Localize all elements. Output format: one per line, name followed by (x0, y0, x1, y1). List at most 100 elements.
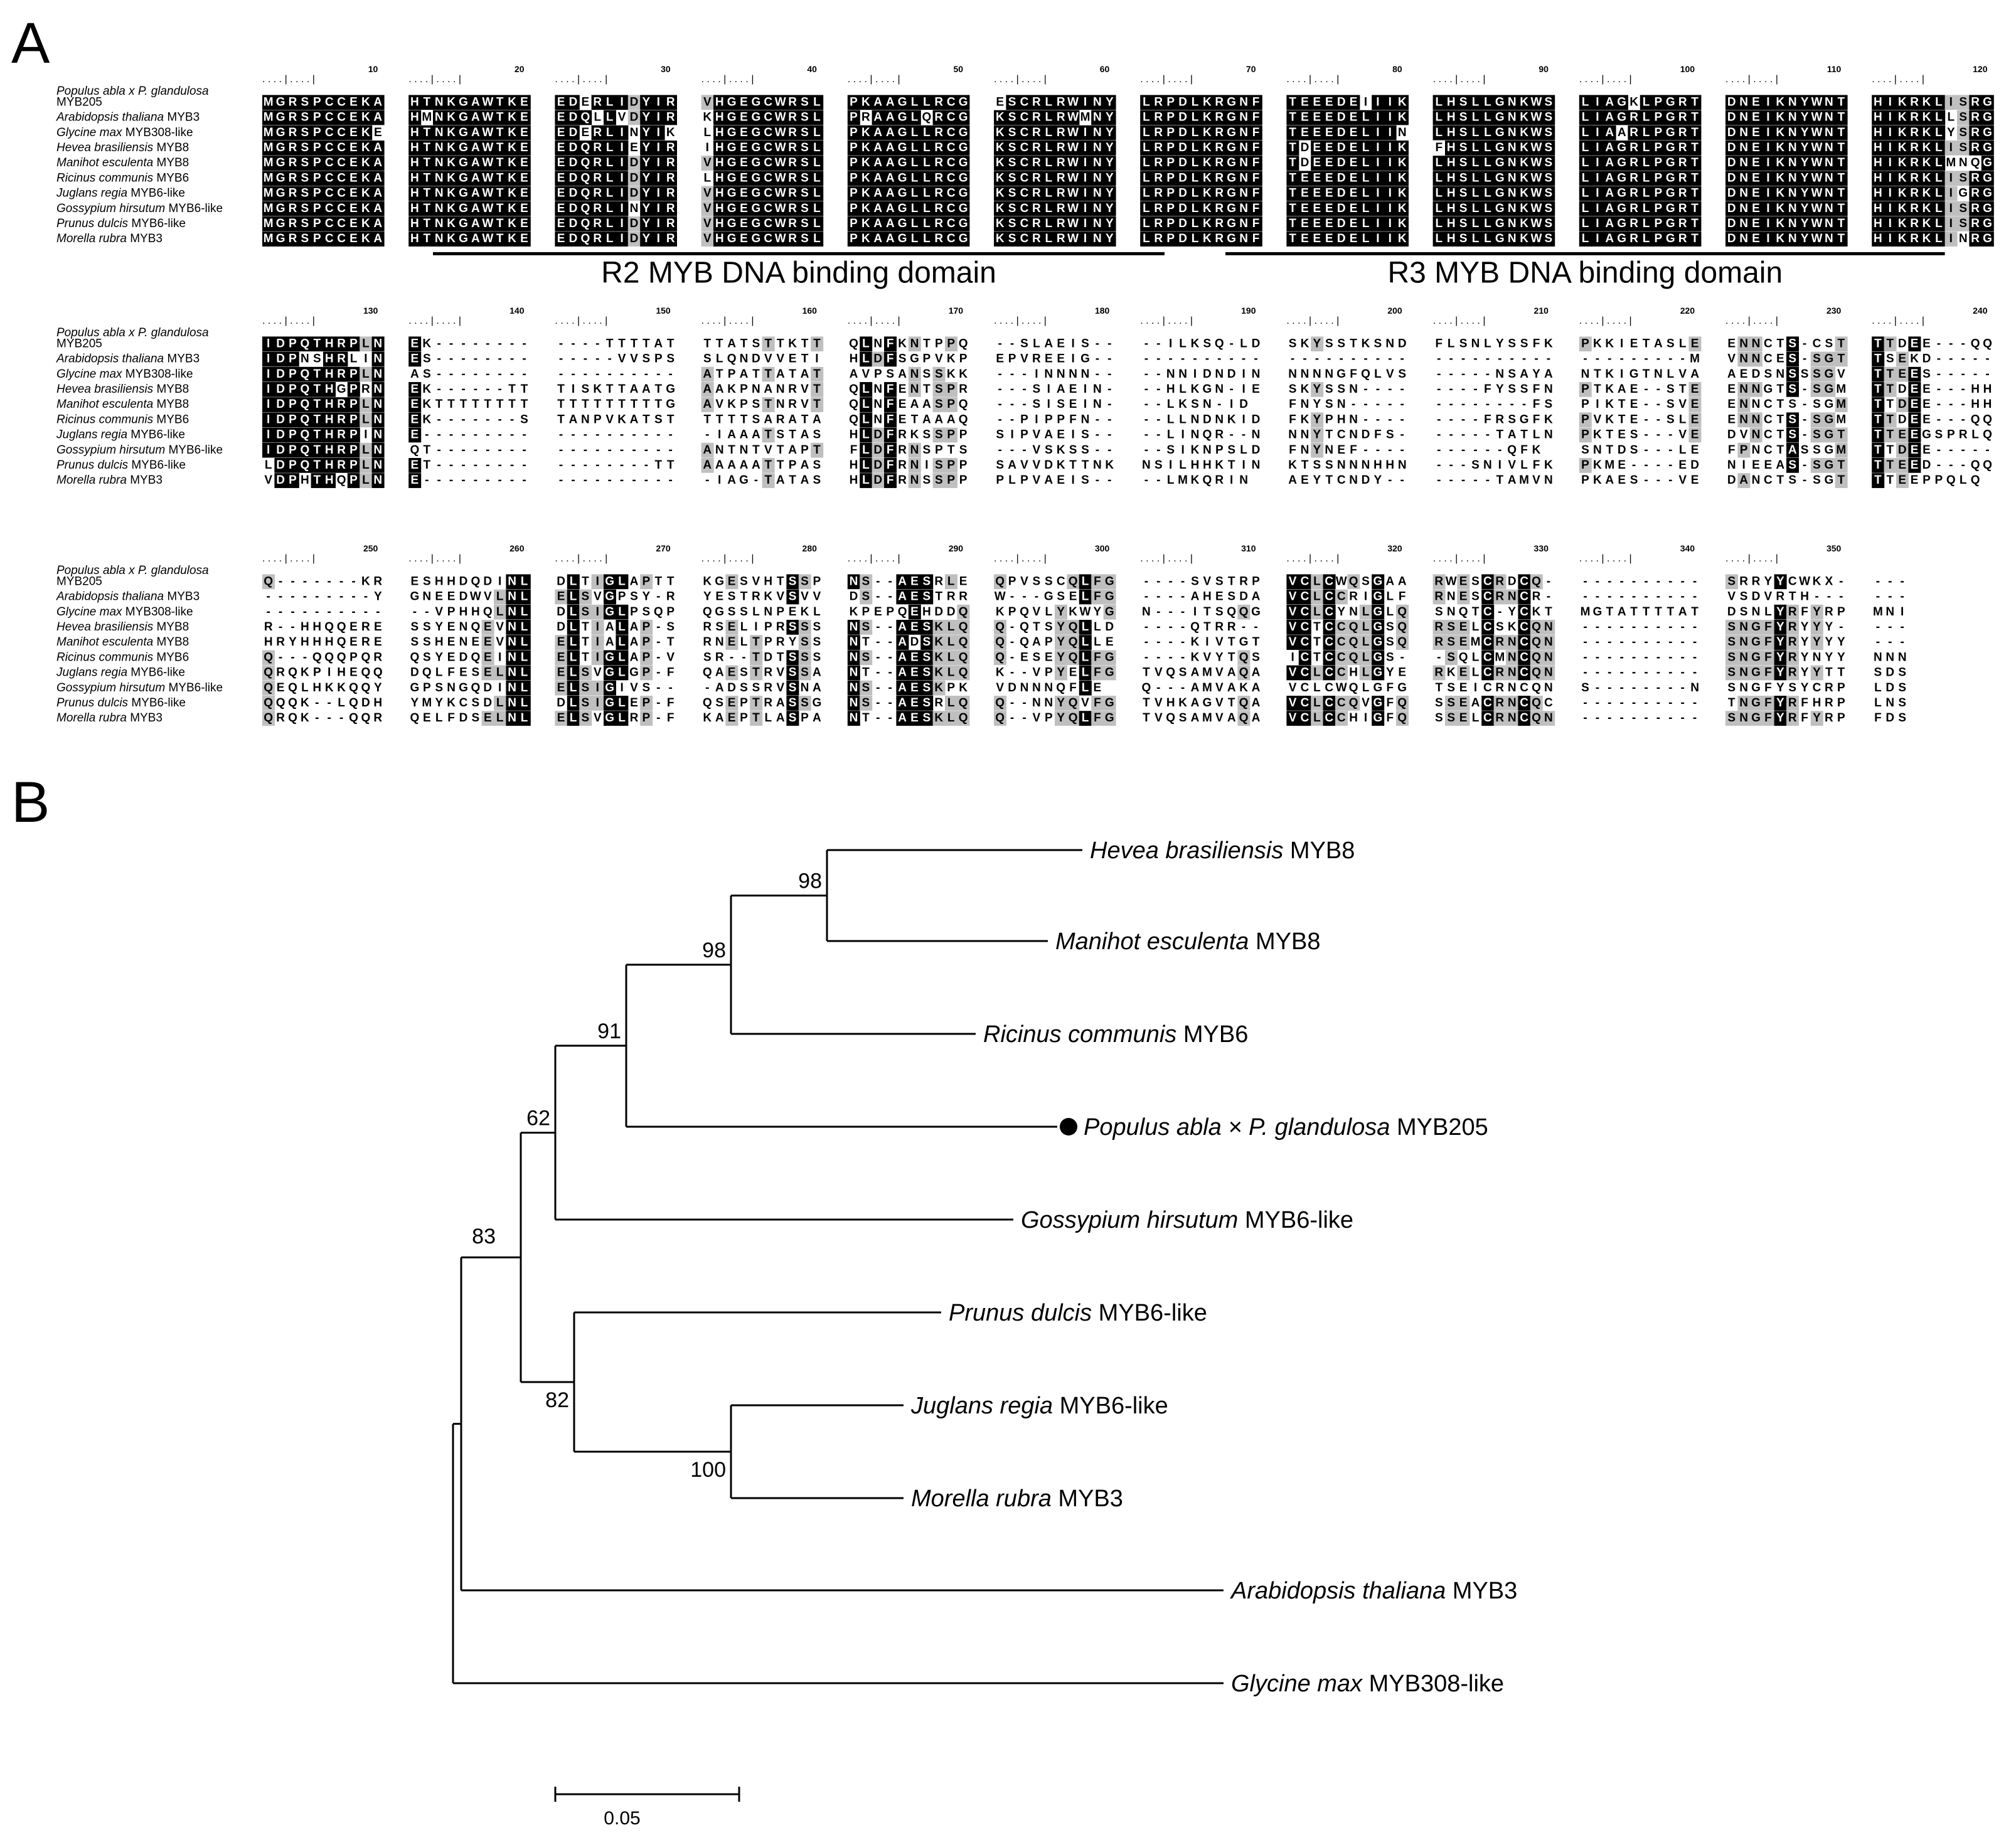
residue: N (1739, 636, 1748, 649)
residue-shade (371, 95, 385, 110)
residue: F (1533, 337, 1540, 350)
residue: D (1301, 156, 1309, 169)
residue: G (752, 187, 761, 200)
residue: R (1959, 428, 1968, 442)
residue: G (910, 353, 919, 366)
residue: N (1752, 383, 1761, 396)
residue: R (752, 590, 760, 604)
residue: - (510, 444, 514, 457)
residue: R (788, 202, 797, 215)
residue: - (1937, 413, 1941, 426)
residue: Q (1532, 666, 1541, 679)
residue: T (582, 575, 589, 588)
residue: K (508, 141, 516, 154)
residue: W (1531, 217, 1542, 230)
residue: I (1084, 398, 1087, 411)
residue: L (911, 156, 919, 169)
residue: K (508, 156, 516, 169)
residue: E (1911, 444, 1919, 457)
ruler-ticks: . . . . | . . . . | (555, 553, 607, 564)
residue: C (1325, 666, 1333, 679)
residue: - (510, 368, 514, 381)
residue: L (362, 413, 370, 426)
residue: V (703, 217, 712, 230)
residue: E (1618, 474, 1626, 487)
residue: T (618, 337, 626, 350)
residue: I (1242, 413, 1245, 426)
residue: A (605, 620, 614, 634)
residue-shade (1298, 95, 1311, 110)
residue: - (669, 474, 673, 487)
residue: G (337, 383, 346, 396)
residue: S (1520, 337, 1528, 350)
residue: S (862, 651, 870, 664)
residue: Q (1459, 605, 1468, 619)
residue: K (1288, 459, 1297, 472)
residue: D (630, 232, 639, 245)
residue: L (1484, 232, 1491, 245)
residue: L (1484, 95, 1491, 109)
residue: - (1242, 620, 1245, 634)
residue: - (461, 428, 465, 442)
residue: - (1839, 590, 1843, 604)
residue: - (1230, 353, 1234, 366)
residue: K (1923, 156, 1931, 169)
residue: S (1081, 474, 1089, 487)
residue: - (498, 444, 502, 457)
residue: W (775, 156, 786, 169)
residue: L (1143, 141, 1150, 154)
residue: F (1094, 651, 1101, 664)
residue: - (1632, 459, 1636, 472)
residue: Q (337, 651, 346, 664)
residue: R (1032, 95, 1041, 109)
species-name: Glycine max MYB308-like (56, 368, 193, 381)
residue: K (1923, 232, 1931, 245)
residue-shade (1969, 95, 1982, 110)
residue: L (1935, 232, 1943, 245)
residue: E (484, 666, 492, 679)
residue: L (1082, 636, 1089, 649)
residue: Q (1190, 620, 1200, 634)
residue: Y (1057, 666, 1065, 679)
residue: L (1960, 474, 1967, 487)
residue: F (1350, 368, 1357, 381)
residue: E (1691, 383, 1699, 396)
residue: - (1096, 444, 1099, 457)
residue: - (656, 666, 660, 679)
residue: - (1400, 444, 1404, 457)
residue: S (423, 353, 431, 366)
residue: F (1484, 383, 1491, 396)
residue: T (667, 575, 675, 588)
residue: - (1961, 383, 1965, 396)
residue: V (1289, 636, 1297, 649)
residue: C (1483, 666, 1492, 679)
residue: K (1203, 202, 1212, 215)
residue: I (620, 217, 623, 230)
residue: H (459, 605, 468, 619)
residue: E (740, 202, 748, 215)
panel-letter-a: A (11, 11, 50, 75)
residue: A (703, 383, 712, 396)
residue: S (923, 666, 931, 679)
residue: D (1727, 187, 1736, 200)
residue: E (1325, 217, 1333, 230)
residue: S (301, 126, 309, 139)
residue: T (813, 368, 821, 381)
residue: L (911, 217, 919, 230)
residue: I (1389, 202, 1392, 215)
residue: - (1181, 620, 1185, 634)
residue: L (1582, 232, 1589, 245)
residue: R (1971, 187, 1980, 200)
residue: - (1510, 398, 1514, 411)
residue: - (888, 666, 892, 679)
residue: - (510, 353, 514, 366)
residue: - (449, 383, 453, 396)
ruler-ticks: . . . . | . . . . | (848, 316, 900, 326)
residue: H (1874, 141, 1882, 154)
residue: L (1435, 217, 1443, 230)
residue: M (264, 141, 274, 154)
residue: S (813, 620, 821, 634)
residue: R (1057, 232, 1065, 245)
residue: N (508, 575, 516, 588)
residue: C (1020, 217, 1029, 230)
